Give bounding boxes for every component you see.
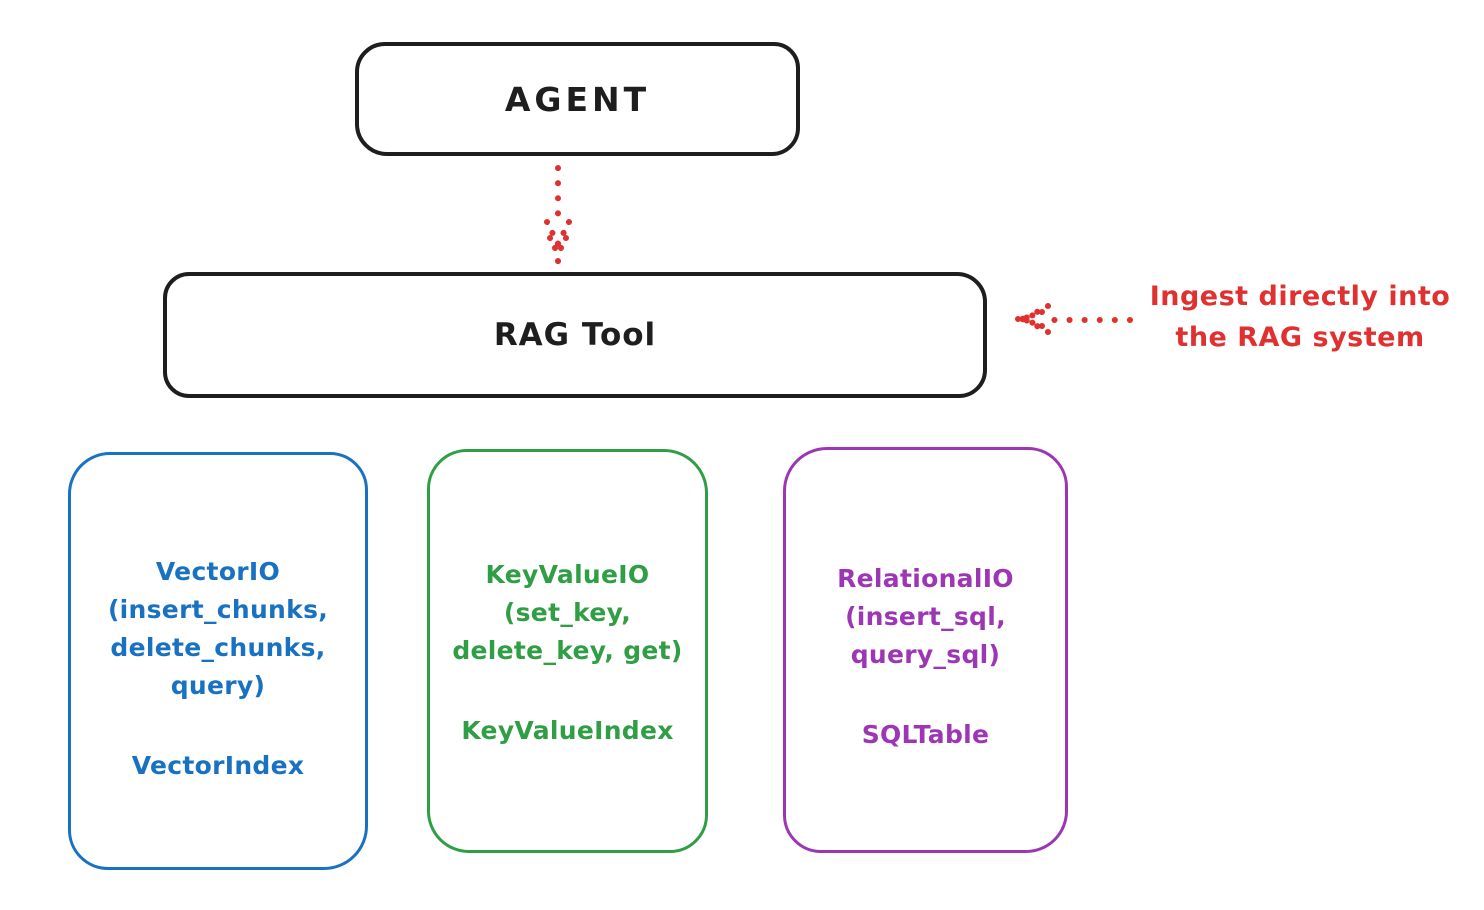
rag-tool-box: RAG Tool [163, 272, 987, 398]
keyvalue-index-label: KeyValueIndex [461, 716, 674, 745]
vector-index-label: VectorIndex [131, 751, 305, 780]
ingest-annotation: Ingest directly into the RAG system [1120, 276, 1480, 358]
rag-tool-label: RAG Tool [493, 317, 657, 353]
agent-box: AGENT [355, 42, 800, 156]
agent-label: AGENT [504, 79, 651, 119]
relational-io-box: RelationalIO (insert_sql, query_sql) SQL… [783, 447, 1068, 853]
keyvalue-io-label: KeyValueIO (set_key, delete_key, get) [452, 560, 683, 665]
down-arrow-icon [544, 165, 572, 265]
sql-table-label: SQLTable [861, 720, 990, 749]
ingest-annotation-line1: Ingest directly into [1149, 281, 1451, 312]
ingest-annotation-line2: the RAG system [1175, 322, 1425, 353]
left-arrow-icon [1015, 303, 1133, 335]
relational-io-label: RelationalIO (insert_sql, query_sql) [837, 564, 1014, 669]
keyvalue-io-box: KeyValueIO (set_key, delete_key, get) Ke… [427, 449, 708, 853]
vector-io-box: VectorIO (insert_chunks, delete_chunks, … [68, 452, 368, 870]
vector-io-label: VectorIO (insert_chunks, delete_chunks, … [107, 557, 329, 700]
